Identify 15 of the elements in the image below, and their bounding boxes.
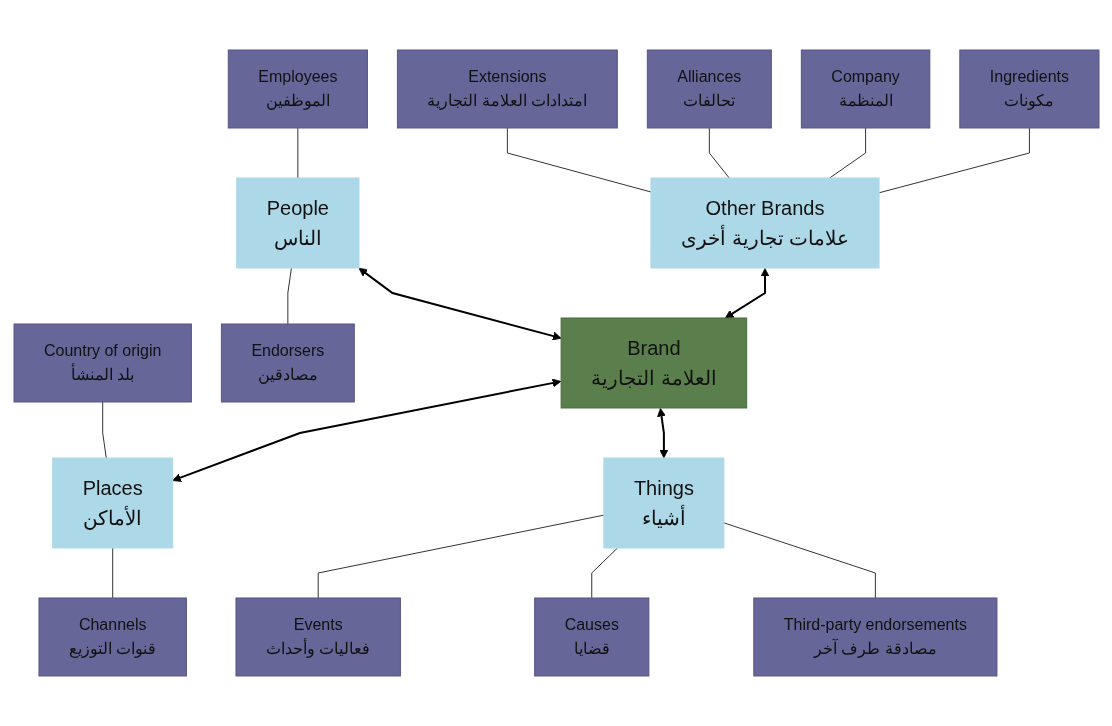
connector xyxy=(722,522,876,599)
connector xyxy=(286,267,292,325)
connector xyxy=(708,127,730,179)
connector xyxy=(317,514,604,599)
connector xyxy=(111,547,113,599)
connector xyxy=(101,401,107,459)
arrow xyxy=(656,408,668,459)
arrow xyxy=(171,378,561,482)
connector xyxy=(296,127,298,179)
connector xyxy=(590,547,618,599)
connector xyxy=(506,127,651,193)
arrow xyxy=(358,267,561,341)
arrow xyxy=(724,268,769,319)
connector xyxy=(878,127,1030,194)
connector xyxy=(828,127,866,179)
